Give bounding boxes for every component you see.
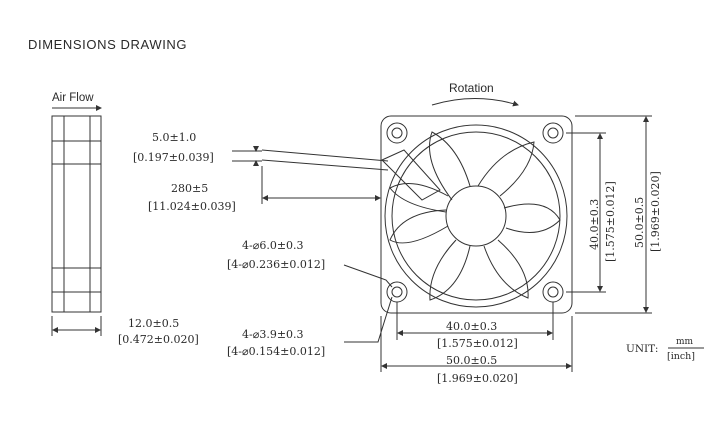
hole-pitch-v-mm: 40.0±0.3 bbox=[588, 199, 601, 250]
thickness-mm: 12.0±0.5 bbox=[128, 317, 179, 330]
rotation-label: Rotation bbox=[449, 81, 494, 95]
fan-side-profile bbox=[51, 115, 102, 313]
lead-length-mm: 280±5 bbox=[171, 182, 208, 195]
lead-exit bbox=[381, 149, 441, 201]
hole-pitch-h-mm: 40.0±0.3 bbox=[446, 320, 497, 333]
height-inch: [1.969±0.020] bbox=[649, 171, 662, 252]
drawing-title: DIMENSIONS DRAWING bbox=[28, 37, 187, 52]
mounting-hole bbox=[542, 122, 564, 144]
mounting-hole bbox=[542, 281, 564, 303]
unit-denominator: [inch] bbox=[667, 351, 695, 362]
fan-hub bbox=[445, 185, 507, 247]
fan-opening bbox=[384, 124, 568, 308]
height-mm: 50.0±0.5 bbox=[633, 197, 646, 248]
inner-hole-inch: [4-⌀0.154±0.012] bbox=[227, 345, 325, 358]
outer-hole-inch: [4-⌀0.236±0.012] bbox=[227, 258, 325, 271]
lead-wire bbox=[261, 159, 389, 171]
unit-numerator: mm bbox=[676, 337, 694, 347]
hole-pitch-v-inch: [1.575±0.012] bbox=[604, 181, 617, 262]
lead-length-inch: [11.024±0.039] bbox=[148, 200, 236, 213]
inner-hole-leader bbox=[344, 296, 393, 343]
inner-hole-mm: 4-⌀3.9±0.3 bbox=[242, 328, 304, 341]
width-inch: [1.969±0.020] bbox=[437, 372, 518, 385]
hole-pitch-h-inch: [1.575±0.012] bbox=[437, 337, 518, 350]
outer-hole-leader bbox=[343, 264, 393, 288]
airflow-label: Air Flow bbox=[52, 92, 94, 104]
fan-frame bbox=[380, 115, 573, 314]
lead-strip-mm: 5.0±1.0 bbox=[152, 131, 196, 144]
rotation-arrow bbox=[431, 98, 519, 107]
mounting-hole bbox=[386, 122, 408, 144]
lead-wire bbox=[261, 149, 389, 162]
outer-hole-mm: 4-⌀6.0±0.3 bbox=[242, 239, 304, 252]
thickness-inch: [0.472±0.020] bbox=[118, 333, 199, 346]
front-view bbox=[232, 98, 704, 372]
unit-label: UNIT: bbox=[626, 343, 658, 355]
side-view: Air Flow bbox=[51, 92, 102, 336]
lead-strip-inch: [0.197±0.039] bbox=[133, 151, 214, 164]
fan-blades bbox=[389, 131, 561, 301]
width-mm: 50.0±0.5 bbox=[446, 354, 497, 367]
